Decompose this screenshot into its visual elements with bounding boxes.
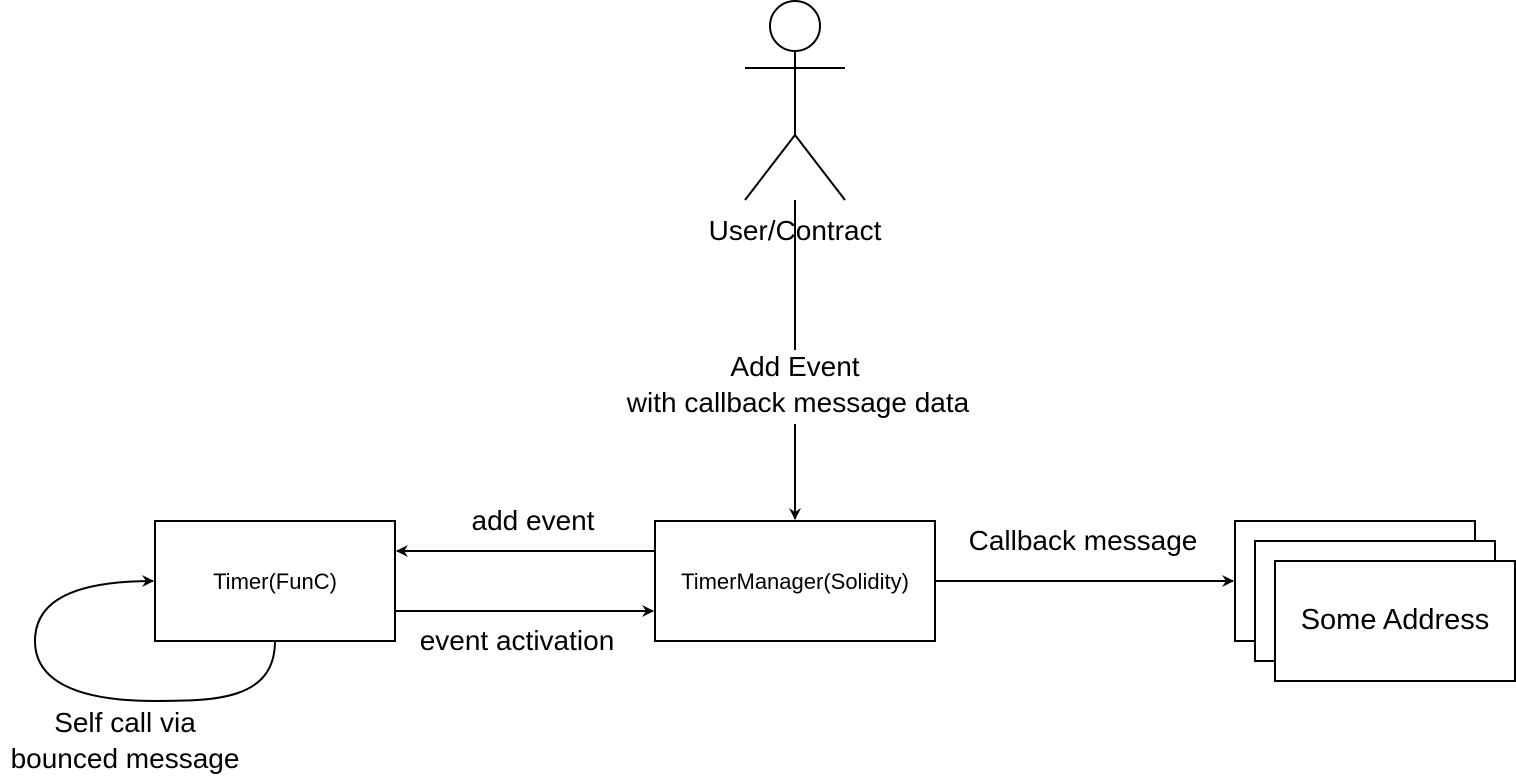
- node-timer-func[interactable]: Timer(FunC): [154, 520, 396, 642]
- add-event-label: add event: [472, 505, 595, 536]
- node-timer-manager[interactable]: TimerManager(Solidity): [654, 520, 936, 642]
- timer-label: Timer(FunC): [213, 569, 337, 594]
- timer-manager-label: TimerManager(Solidity): [681, 569, 909, 594]
- edge-add-event: add event: [396, 505, 655, 557]
- actor-user-contract[interactable]: [744, 0, 846, 201]
- some-address-label: Some Address: [1301, 604, 1490, 636]
- some-address-box-front: [1274, 560, 1516, 682]
- add-event-top-label-line2-background: [622, 387, 973, 418]
- self-call-label-line1: Self call via: [54, 707, 196, 738]
- edge-callback-message: Callback message: [935, 525, 1234, 587]
- actor-left-leg: [744, 134, 796, 201]
- add-event-top-label-line1-background: [727, 351, 863, 382]
- callback-message-label: Callback message: [969, 525, 1198, 556]
- edge-self-call: Self call via bounced message: [11, 575, 276, 774]
- self-call-label-line2: bounced message: [11, 743, 240, 774]
- event-activation-label: event activation: [420, 625, 615, 656]
- timer-manager-box: [654, 520, 936, 642]
- add-event-top-label-line2: with callback message data: [626, 387, 970, 418]
- actor-right-leg: [794, 134, 846, 201]
- actor-label: User/Contract: [709, 215, 882, 246]
- edge-event-activation: event activation: [395, 605, 654, 656]
- add-event-top-label-line1: Add Event: [730, 351, 859, 382]
- actor-head: [769, 0, 821, 52]
- node-some-address[interactable]: Some Address: [1234, 520, 1516, 682]
- timer-box: [154, 520, 396, 642]
